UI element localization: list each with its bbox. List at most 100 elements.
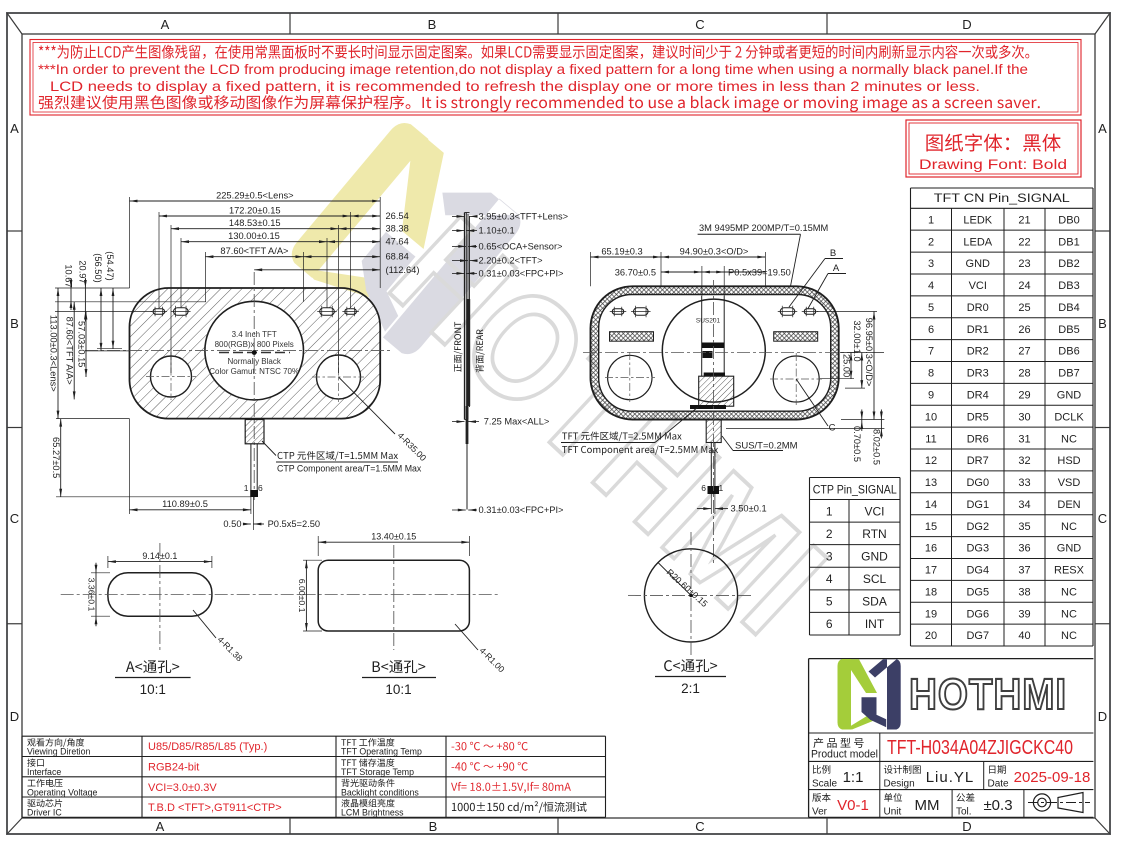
svg-text:RTN: RTN <box>862 527 886 541</box>
svg-text:10.67: 10.67 <box>63 264 73 287</box>
svg-text:LCD needs to display a fixed p: LCD needs to display a fixed pattern, it… <box>50 79 980 94</box>
svg-text:Normally Black: Normally Black <box>228 357 282 366</box>
svg-text:P0.5x5=2.50: P0.5x5=2.50 <box>268 519 320 529</box>
svg-text:DB6: DB6 <box>1058 346 1079 358</box>
svg-text:28: 28 <box>1018 368 1030 380</box>
svg-text:2025-09-18: 2025-09-18 <box>1014 769 1091 786</box>
svg-text:148.53±0.15: 148.53±0.15 <box>229 218 281 228</box>
svg-text:39: 39 <box>1018 608 1030 620</box>
svg-text:GND: GND <box>966 258 991 270</box>
svg-text:15: 15 <box>925 521 937 533</box>
svg-text:32: 32 <box>1018 455 1030 467</box>
svg-text:SUS201: SUS201 <box>696 318 721 325</box>
svg-text:1: 1 <box>826 504 833 518</box>
svg-text:5: 5 <box>826 595 833 609</box>
svg-text:10:1: 10:1 <box>385 682 411 697</box>
svg-text:37: 37 <box>1018 565 1030 577</box>
svg-text:1: 1 <box>928 214 934 226</box>
svg-text:DB0: DB0 <box>1058 214 1079 226</box>
svg-text:9: 9 <box>928 389 934 401</box>
svg-text:10:1: 10:1 <box>140 682 166 697</box>
svg-text:D: D <box>962 819 971 834</box>
svg-text:3: 3 <box>928 258 934 270</box>
svg-text:NC: NC <box>1061 586 1077 598</box>
svg-text:D: D <box>1098 709 1107 724</box>
svg-text:DB3: DB3 <box>1058 280 1079 292</box>
svg-text:33: 33 <box>1018 477 1030 489</box>
svg-text:DR4: DR4 <box>967 389 989 401</box>
svg-text:3M 9495MP 200MP/T=0.15MM: 3M 9495MP 200MP/T=0.15MM <box>699 223 828 233</box>
svg-text:NC: NC <box>1061 521 1077 533</box>
svg-text:VSD: VSD <box>1058 477 1081 489</box>
svg-text:P0.5x39=19.50: P0.5x39=19.50 <box>728 268 791 278</box>
svg-text:38: 38 <box>1018 586 1030 598</box>
svg-text:30: 30 <box>1018 411 1030 423</box>
svg-text:130.00±0.15: 130.00±0.15 <box>228 231 280 241</box>
svg-text:1: 1 <box>244 483 249 493</box>
svg-text:47.64: 47.64 <box>386 237 409 247</box>
svg-text:172.20±0.15: 172.20±0.15 <box>229 205 281 215</box>
svg-text:DG0: DG0 <box>966 477 989 489</box>
svg-text:DR0: DR0 <box>967 302 989 314</box>
svg-text:TFT-H034A04ZJIGCKC40: TFT-H034A04ZJIGCKC40 <box>887 736 1073 759</box>
svg-text:DG6: DG6 <box>966 608 989 620</box>
svg-text:0.31±0.03<FPC+PI>: 0.31±0.03<FPC+PI> <box>479 268 564 278</box>
svg-text:24: 24 <box>1018 280 1030 292</box>
svg-text:MM: MM <box>915 797 940 814</box>
svg-text:25: 25 <box>1018 302 1030 314</box>
svg-text:32.00±1.0: 32.00±1.0 <box>852 320 862 361</box>
svg-text:A: A <box>833 263 840 274</box>
svg-text:65.27±0.5: 65.27±0.5 <box>51 437 61 478</box>
svg-text:2.20±0.2<TFT>: 2.20±0.2<TFT> <box>479 256 543 266</box>
svg-text:2: 2 <box>928 236 934 248</box>
svg-text:96.95±0.3<O/D>: 96.95±0.3<O/D> <box>864 318 874 387</box>
svg-text:T.B.D <TFT>,GT911<CTP>: T.B.D <TFT>,GT911<CTP> <box>148 802 282 814</box>
svg-text:±0.3: ±0.3 <box>983 797 1012 814</box>
svg-text:21: 21 <box>1018 214 1030 226</box>
svg-text:DR2: DR2 <box>967 346 989 358</box>
svg-text:3.36±0.1: 3.36±0.1 <box>87 578 97 612</box>
svg-text:20: 20 <box>925 630 937 642</box>
svg-text:Liu.YL: Liu.YL <box>926 769 975 786</box>
svg-text:8.02±0.5: 8.02±0.5 <box>872 429 882 465</box>
svg-text:12: 12 <box>925 455 937 467</box>
svg-text:113.00±0.3<Lens>: 113.00±0.3<Lens> <box>48 315 58 392</box>
svg-text:3.95±0.3<TFT+Lens>: 3.95±0.3<TFT+Lens> <box>479 211 569 221</box>
svg-text:A: A <box>10 121 19 136</box>
svg-text:Unit: Unit <box>884 807 902 818</box>
svg-text:225.29±0.5<Lens>: 225.29±0.5<Lens> <box>216 190 293 200</box>
svg-text:V0-1: V0-1 <box>837 797 869 814</box>
svg-text:6: 6 <box>701 483 706 493</box>
svg-text:DB4: DB4 <box>1058 302 1079 314</box>
svg-text:0.31±0.03<FPC+PI>: 0.31±0.03<FPC+PI> <box>479 505 564 515</box>
svg-text:(54.47): (54.47) <box>105 251 115 280</box>
svg-text:Tol.: Tol. <box>956 807 972 818</box>
svg-text:6.00±0.1: 6.00±0.1 <box>297 579 307 613</box>
svg-text:B: B <box>428 17 437 32</box>
svg-text:68.84: 68.84 <box>386 252 409 262</box>
svg-text:22: 22 <box>1018 236 1030 248</box>
svg-text:C: C <box>695 819 704 834</box>
svg-text:C: C <box>695 17 704 32</box>
svg-text:7.25 Max<ALL>: 7.25 Max<ALL> <box>484 417 550 427</box>
svg-text:LCM Brightness: LCM Brightness <box>341 808 404 818</box>
svg-text:26.54: 26.54 <box>386 211 409 221</box>
svg-text:17: 17 <box>925 565 937 577</box>
svg-text:DB5: DB5 <box>1058 324 1079 336</box>
svg-text:HOTHMI: HOTHMI <box>909 670 1067 719</box>
svg-text:29: 29 <box>1018 389 1030 401</box>
svg-text:Scale: Scale <box>812 779 837 790</box>
svg-text:6: 6 <box>826 617 833 631</box>
svg-text:A: A <box>1098 121 1107 136</box>
svg-text:DB2: DB2 <box>1058 258 1079 270</box>
svg-text:11: 11 <box>925 433 936 445</box>
svg-text:DB1: DB1 <box>1058 236 1079 248</box>
svg-text:B: B <box>429 819 438 834</box>
svg-text:Backlight conditions: Backlight conditions <box>341 787 419 797</box>
svg-text:87.60<TFT A/A>: 87.60<TFT A/A> <box>220 246 288 256</box>
svg-text:38.38: 38.38 <box>386 224 409 234</box>
svg-text:DG1: DG1 <box>966 499 989 511</box>
svg-text:20.97: 20.97 <box>78 260 88 283</box>
svg-text:DG3: DG3 <box>966 543 989 555</box>
svg-text:C: C <box>10 511 19 526</box>
